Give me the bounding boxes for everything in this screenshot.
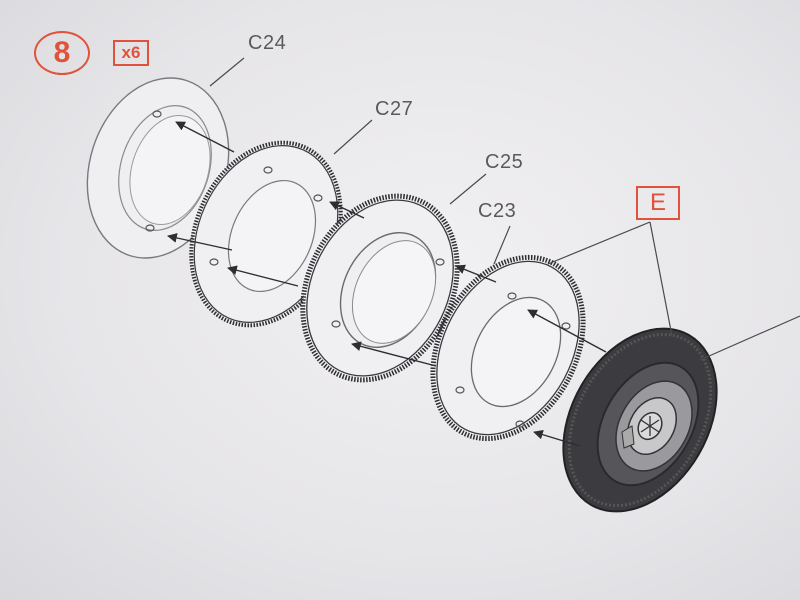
part-label-c24: C24 [248, 32, 287, 54]
part-c24-ring [86, 77, 230, 259]
part-label-c25: C25 [485, 151, 524, 173]
part-label-c23: C23 [478, 200, 517, 222]
part-c27-ring [189, 140, 343, 328]
sprue-e-box: E [636, 186, 680, 220]
leader-lines [209, 57, 800, 361]
assembly-arrows [167, 121, 607, 447]
wheel-part-e [562, 327, 718, 513]
part-c25-ring [300, 193, 460, 383]
step-number-badge: 8 [34, 31, 90, 75]
quantity-badge: x6 [113, 40, 149, 66]
part-label-c27: C27 [375, 98, 414, 120]
part-c23-ring [430, 254, 586, 442]
